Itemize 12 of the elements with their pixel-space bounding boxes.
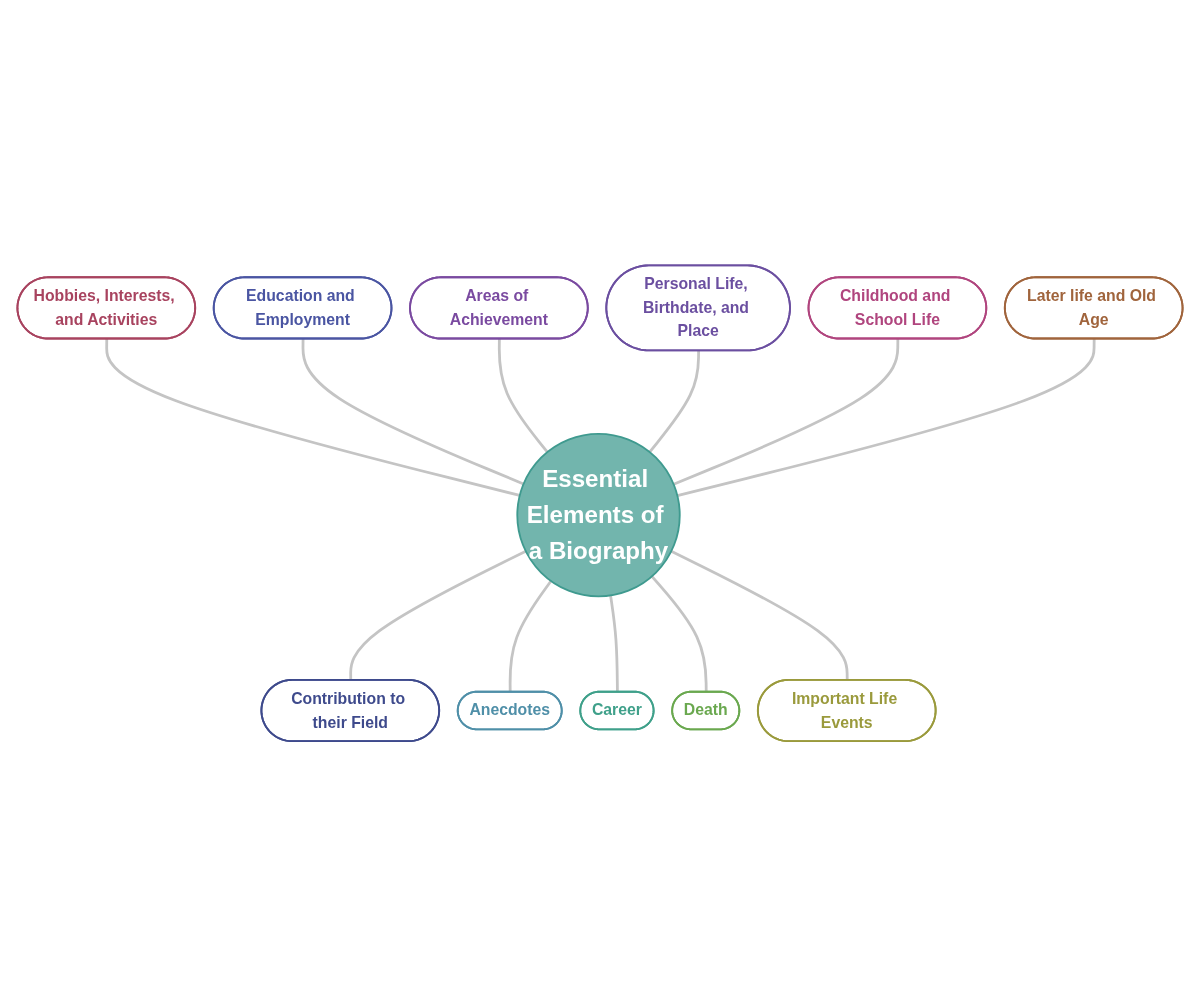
connector: [673, 338, 900, 486]
node-circle: Essential Elements of a Biography: [516, 432, 681, 597]
connector: [677, 338, 1096, 497]
connector: [349, 549, 527, 681]
connector: [609, 594, 619, 692]
connector: [648, 350, 700, 453]
connector: [301, 338, 525, 485]
connector: [650, 575, 708, 692]
connector: [508, 579, 553, 692]
connector: [670, 549, 849, 681]
connector: [105, 338, 521, 497]
connector: [497, 338, 549, 453]
